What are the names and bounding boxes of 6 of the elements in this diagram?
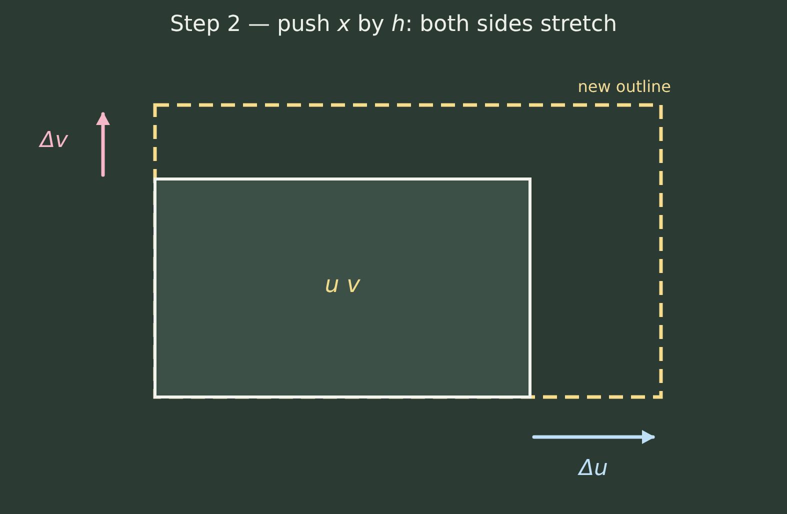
rectangle-box bbox=[155, 179, 530, 397]
variable-label: Δu bbox=[579, 456, 608, 481]
diagram-title: Step 2 — push x by h: both sides stretch bbox=[168, 12, 618, 37]
area-label: u v bbox=[324, 272, 362, 298]
variable-label: Δv bbox=[40, 128, 68, 153]
outline-label: new outline bbox=[578, 77, 671, 96]
